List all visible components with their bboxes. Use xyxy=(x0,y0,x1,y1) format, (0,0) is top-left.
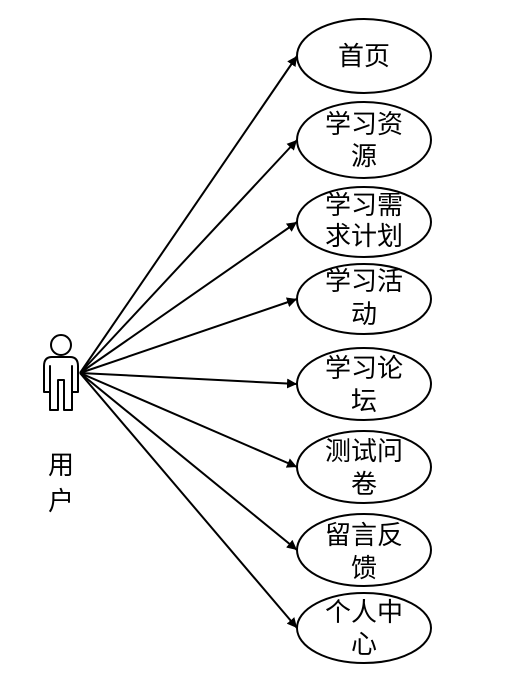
use-case-learning-forum-ellipse xyxy=(296,347,432,421)
use-case-learning-resources-label-line-2: 源 xyxy=(351,142,377,172)
use-case-learning-forum: 学习论 坛 xyxy=(296,347,432,421)
use-case-feedback-ellipse xyxy=(296,513,432,587)
use-case-test-questionnaire-ellipse xyxy=(296,430,432,504)
arrow-to-learning-activities xyxy=(79,297,298,374)
actor-head xyxy=(50,334,72,356)
actor-user: 用 户 xyxy=(43,334,79,517)
use-case-home: 首页 xyxy=(296,18,432,94)
actor-name-line-2: 户 xyxy=(48,487,74,517)
use-case-learning-forum-label-line-2: 坛 xyxy=(351,387,377,417)
use-case-feedback-label-line-1: 留言反 xyxy=(325,521,403,551)
association-arrows xyxy=(79,55,298,629)
use-case-learning-needs-plan-label-line-2: 求计划 xyxy=(325,222,403,252)
use-case-learning-needs-plan: 学习需 求计划 xyxy=(296,186,432,258)
arrow-to-learning-resources xyxy=(79,139,298,374)
use-case-personal-center-ellipse xyxy=(296,592,432,664)
use-case-feedback: 留言反 馈 xyxy=(296,513,432,587)
use-case-learning-activities-ellipse xyxy=(296,263,432,335)
use-case-learning-resources-label-line-1: 学习资 xyxy=(325,110,403,140)
use-case-learning-activities-label-line-1: 学习活 xyxy=(325,267,403,297)
use-case-learning-forum-label-line-1: 学习论 xyxy=(325,354,403,384)
use-case-home-ellipse xyxy=(296,18,432,94)
actor-body xyxy=(43,356,79,411)
arrow-to-personal-center xyxy=(79,372,298,629)
use-case-personal-center-label-line-2: 心 xyxy=(351,630,377,660)
use-case-learning-resources: 学习资 源 xyxy=(296,101,432,179)
use-case-test-questionnaire-label-line-2: 卷 xyxy=(351,470,377,500)
use-case-home-label: 首页 xyxy=(338,42,390,72)
arrow-to-test-questionnaire xyxy=(79,372,298,468)
arrow-to-learning-needs-plan xyxy=(79,221,298,374)
use-case-learning-activities: 学习活 动 xyxy=(296,263,432,335)
use-case-feedback-label-line-2: 馈 xyxy=(351,554,377,584)
arrow-to-home xyxy=(79,55,298,374)
use-case-personal-center: 个人中 心 xyxy=(296,592,432,664)
use-case-learning-needs-plan-label-line-1: 学习需 xyxy=(325,191,403,221)
actor-name-line-1: 用 xyxy=(48,451,74,481)
use-case-learning-resources-ellipse xyxy=(296,101,432,179)
use-case-learning-needs-plan-ellipse xyxy=(296,186,432,258)
use-case-learning-activities-label-line-2: 动 xyxy=(351,300,377,330)
arrow-to-learning-forum xyxy=(79,372,298,389)
arrow-to-feedback xyxy=(79,372,298,551)
use-case-personal-center-label-line-1: 个人中 xyxy=(325,598,403,628)
use-case-test-questionnaire: 测试问 卷 xyxy=(296,430,432,504)
use-case-test-questionnaire-label-line-1: 测试问 xyxy=(325,437,403,467)
